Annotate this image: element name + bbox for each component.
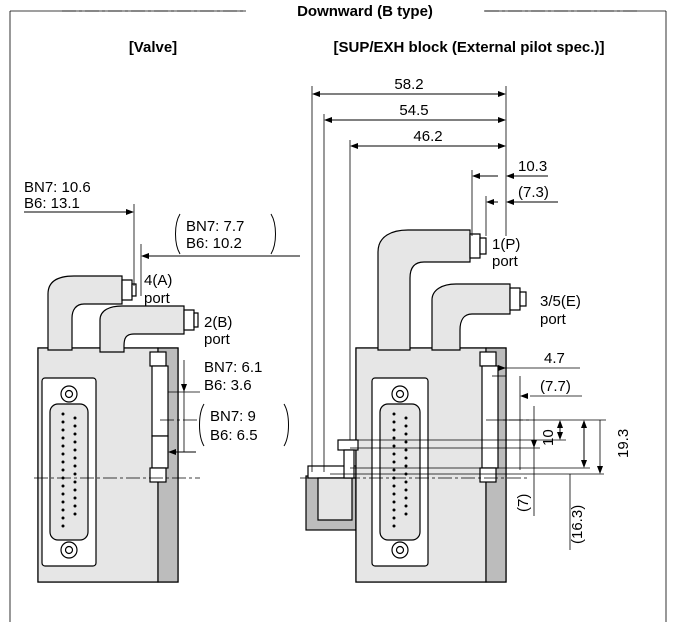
block-fitting-1p-tip <box>479 237 487 255</box>
dim-arrow-7-3 <box>486 199 494 205</box>
dim-arrow-10-bottom <box>557 432 563 440</box>
dim-bn7-10-6: BN7: 10.6 <box>24 179 91 196</box>
dim-arrow-7-7 <box>141 253 149 259</box>
dim-arrow-46-2-right <box>498 143 506 149</box>
label-port-4a-word: port <box>144 290 171 307</box>
drawing-title: Downward (B type) <box>297 3 433 20</box>
dim-arrow-16-3 <box>597 466 603 474</box>
label-port-1p: 1(P) <box>492 236 520 253</box>
block-fitting-35e-tip <box>519 291 527 307</box>
dim-arrow-19-3-top <box>581 420 587 428</box>
dim-arrow-4-7 <box>498 365 506 371</box>
dim-7-3: (7.3) <box>518 184 549 201</box>
dim-46-2: 46.2 <box>413 128 442 145</box>
valve-fitting-4a <box>47 275 123 351</box>
block-fitting-1p-ring <box>469 233 481 259</box>
dim-arrow-58-2-right <box>498 91 506 97</box>
label-port-2b-word: port <box>204 331 231 348</box>
block-connector-shell <box>379 403 421 541</box>
paren-left-7-7 <box>175 213 181 255</box>
dim-arrow-58-2-left <box>312 91 320 97</box>
block-pilot-stub <box>337 439 359 451</box>
dim-4-7: 4.7 <box>544 350 565 367</box>
valve-drawing <box>34 275 200 583</box>
dim-arrow-10-3 <box>472 173 480 179</box>
block-dimensions: 58.2 54.5 46.2 10.3 (7.3) 1(P) port 3/5(… <box>311 76 632 550</box>
valve-rail-top-clip <box>149 351 167 367</box>
valve-fitting-2b-ring <box>183 309 195 331</box>
dim-arrow-10-3-r <box>506 173 514 179</box>
dim-bn7-7-7: BN7: 7.7 <box>186 218 244 235</box>
valve-fitting-4a-tip <box>131 283 137 297</box>
valve-dimensions: BN7: 10.6 B6: 13.1 BN7: 7.7 B6: 10.2 4(A… <box>24 179 300 455</box>
dim-b6-6-5: B6: 6.5 <box>210 427 258 444</box>
block-section-label: [SUP/EXH block (External pilot spec.)] <box>334 39 605 56</box>
dim-bn7-6-1: BN7: 6.1 <box>204 359 262 376</box>
block-fitting-35e-ring <box>509 287 521 311</box>
dim-arrow-7-3-r <box>506 199 514 205</box>
dim-b6-3-6: B6: 3.6 <box>204 377 252 394</box>
paren-right-7-7 <box>270 213 276 255</box>
valve-fitting-2b <box>99 305 185 353</box>
label-port-35e-word: port <box>540 311 567 328</box>
dim-bn7-9: BN7: 9 <box>210 408 256 425</box>
valve-connector-screw-bottom-inner <box>64 545 74 555</box>
dim-b6-13-1: B6: 13.1 <box>24 195 80 212</box>
paren-left-9 <box>199 403 205 447</box>
block-drawing <box>300 229 530 583</box>
block-fitting-35e <box>431 283 511 351</box>
dim-7-7-b: (7.7) <box>540 378 571 395</box>
dim-arrow-10-top <box>557 420 563 428</box>
dim-arrow-54-5-left <box>324 117 332 123</box>
label-port-2b: 2(B) <box>204 314 232 331</box>
block-rail <box>481 365 499 469</box>
valve-connector-screw-top-inner <box>64 389 74 399</box>
dim-7: (7) <box>515 494 532 512</box>
valve-rail <box>151 365 169 437</box>
dim-19-3: 19.3 <box>615 429 632 458</box>
valve-fitting-2b-tip <box>193 312 199 328</box>
dim-b6-10-2: B6: 10.2 <box>186 235 242 252</box>
dim-arrow-46-2-left <box>350 143 358 149</box>
block-fitting-1p <box>377 229 471 351</box>
dim-arrow-7-7-b <box>520 393 528 399</box>
valve-rail-bottom-clip <box>149 467 167 483</box>
dim-16-3: (16.3) <box>569 505 586 544</box>
dim-arrow-9 <box>168 449 176 455</box>
label-port-1p-word: port <box>492 253 519 270</box>
dim-arrow-10-6 <box>126 209 134 215</box>
dim-54-5: 54.5 <box>399 102 428 119</box>
dim-58-2: 58.2 <box>394 76 423 93</box>
dim-arrow-19-3-bottom <box>581 460 587 468</box>
valve-fitting-4a-ring <box>121 279 133 301</box>
block-base-window <box>317 477 353 521</box>
block-rail-bottom-clip <box>479 467 497 483</box>
dim-arrow-6-1 <box>181 384 187 392</box>
block-connector-screw-top-inner <box>395 389 405 399</box>
dim-arrow-54-5-right <box>498 117 506 123</box>
label-port-4a: 4(A) <box>144 272 172 289</box>
block-connector-pins <box>392 412 408 528</box>
label-port-35e: 3/5(E) <box>540 293 581 310</box>
valve-connector-pins <box>61 412 77 528</box>
dim-arrow-7 <box>531 440 537 448</box>
dim-10: 10 <box>540 429 557 446</box>
block-connector-screw-bottom-inner <box>395 545 405 555</box>
valve-connector-shell <box>49 403 89 541</box>
valve-rail-lower <box>151 435 169 469</box>
block-rail-top-clip <box>479 351 497 367</box>
dim-10-3: 10.3 <box>518 158 547 175</box>
valve-section-label: [Valve] <box>129 39 177 56</box>
paren-right-9 <box>283 403 289 447</box>
